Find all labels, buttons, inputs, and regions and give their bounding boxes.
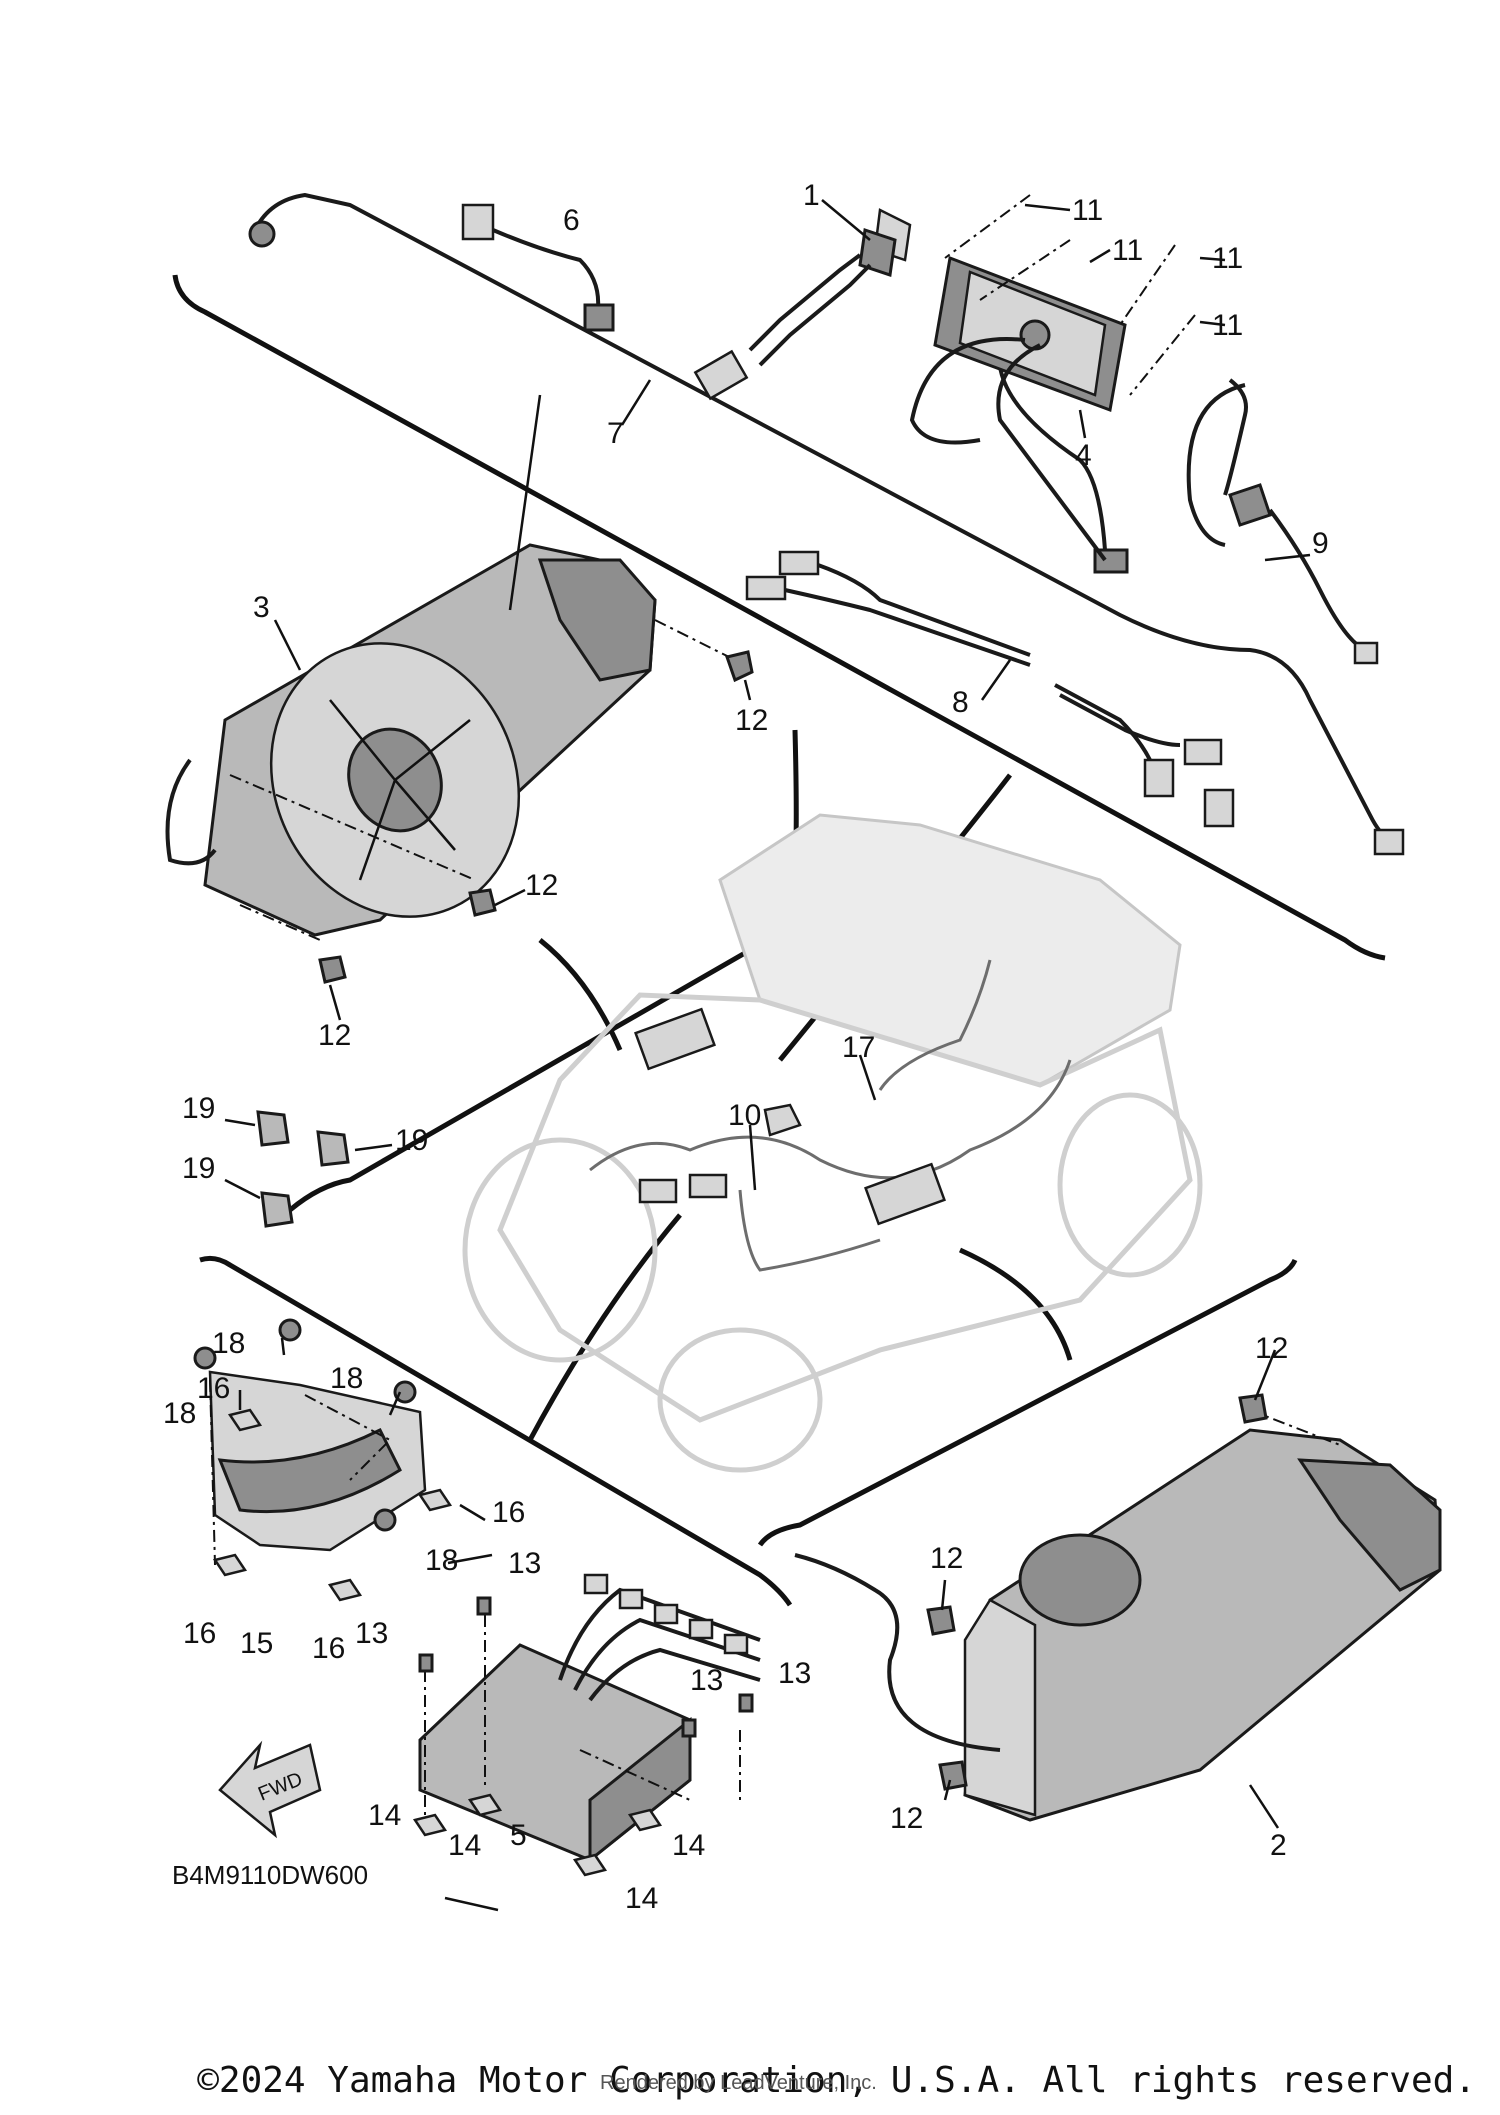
callout-14: 14 <box>448 1829 481 1862</box>
callout-16: 16 <box>197 1372 230 1405</box>
callout-19: 19 <box>182 1092 215 1125</box>
diagram-code: B4M9110DW600 <box>172 1860 369 1890</box>
callout-7: 7 <box>607 417 624 450</box>
callout-12: 12 <box>735 704 768 737</box>
callout-19: 19 <box>182 1152 215 1185</box>
part-9-cable <box>1186 378 1379 665</box>
callout-18: 18 <box>163 1397 196 1430</box>
copyright-notice: ©2024 Yamaha Motor Corporation, U.S.A. A… <box>197 2060 1476 2101</box>
vehicle-outline <box>462 813 1203 1473</box>
callout-2: 2 <box>1270 1829 1287 1862</box>
callout-11: 11 <box>1212 309 1243 342</box>
callout-15: 15 <box>240 1627 273 1660</box>
callout-5: 5 <box>510 1819 527 1852</box>
callout-12: 12 <box>890 1802 923 1835</box>
callout-18: 18 <box>212 1327 245 1360</box>
callout-16: 16 <box>183 1617 216 1650</box>
callout-1: 1 <box>803 179 820 212</box>
callout-12: 12 <box>930 1542 963 1575</box>
callout-16: 16 <box>492 1496 525 1529</box>
callout-14: 14 <box>368 1799 401 1832</box>
callout-13: 13 <box>690 1664 723 1697</box>
callout-3: 3 <box>253 591 270 624</box>
part-3-speaker-enclosure <box>165 543 754 984</box>
callout-16: 16 <box>312 1632 345 1665</box>
callout-11: 11 <box>1072 194 1103 227</box>
callout-6: 6 <box>563 204 580 237</box>
callout-10: 10 <box>728 1099 761 1132</box>
fwd-arrow: FWD <box>218 1740 322 1839</box>
part-2-speaker-enclosure <box>794 1393 1442 1822</box>
part-4-panel <box>909 194 1196 562</box>
callout-19: 19 <box>395 1124 428 1157</box>
callout-11: 11 <box>1112 234 1143 267</box>
callout-17: 17 <box>842 1031 875 1064</box>
callout-12: 12 <box>525 869 558 902</box>
callout-labels: 1 2 3 4 5 6 7 8 9 10 11 11 11 11 12 12 1… <box>163 179 1329 1915</box>
callout-18: 18 <box>330 1362 363 1395</box>
part-1-switch <box>693 208 912 401</box>
part-6-lead <box>461 203 615 332</box>
render-watermark: Rendered by LeadVenture, Inc. <box>600 2072 877 2094</box>
callout-4: 4 <box>1075 439 1092 472</box>
callout-13: 13 <box>778 1657 811 1690</box>
callout-14: 14 <box>625 1882 658 1915</box>
callout-18: 18 <box>425 1544 458 1577</box>
callout-11: 11 <box>1212 242 1243 275</box>
callout-9: 9 <box>1312 527 1329 560</box>
callout-12: 12 <box>318 1019 351 1052</box>
part-8-harness <box>745 550 1235 828</box>
callout-13: 13 <box>355 1617 388 1650</box>
part-5-module <box>412 1573 761 1877</box>
callout-8: 8 <box>952 686 969 719</box>
leader-lines <box>224 199 1311 1912</box>
callout-12: 12 <box>1255 1332 1288 1365</box>
part-19-fittings <box>256 1110 350 1228</box>
part-15-bracket <box>193 1318 453 1602</box>
callout-14: 14 <box>672 1829 705 1862</box>
callout-13: 13 <box>508 1547 541 1580</box>
